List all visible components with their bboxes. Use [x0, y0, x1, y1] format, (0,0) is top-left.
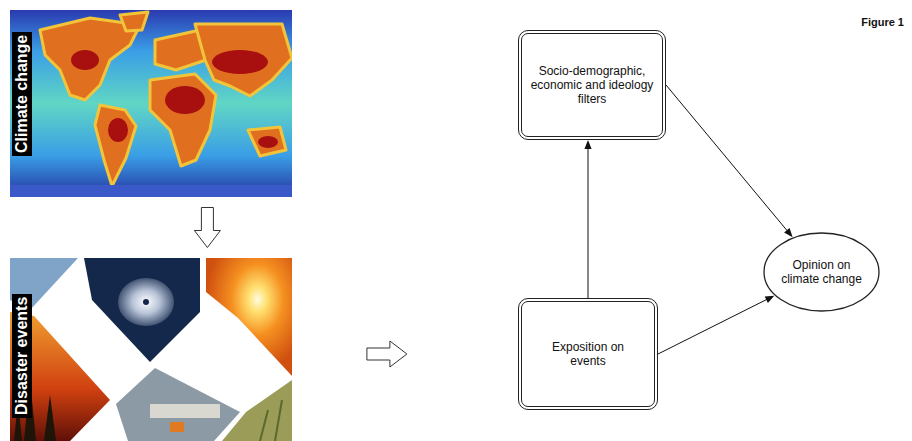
arrow-head — [784, 228, 793, 237]
connector-line — [588, 148, 589, 298]
connector-line — [658, 299, 767, 354]
connector — [666, 85, 793, 237]
connector — [658, 296, 774, 354]
panel-title: Disaster events — [12, 294, 32, 418]
photo-panel: Disaster events — [10, 258, 292, 441]
block-arrow — [367, 341, 407, 367]
node-label: Opinion on climate change — [777, 258, 867, 286]
outcome-ellipse: Opinion on climate change — [763, 232, 880, 312]
connector — [584, 140, 591, 298]
connector-line — [666, 85, 787, 231]
process-box: Socio-demographic, economic and ideology… — [518, 30, 666, 140]
arrow-head — [584, 140, 591, 149]
node-label: Exposition on events — [551, 340, 625, 368]
figure-number: Figure 1 — [861, 16, 904, 28]
block-arrow — [194, 208, 220, 248]
arrow-head — [765, 296, 775, 303]
ellipse-outline — [764, 233, 879, 311]
map-panel: Climate change — [10, 10, 292, 197]
disaster-collage — [10, 258, 292, 441]
panel-title: Climate change — [12, 32, 32, 156]
process-box: Exposition on events — [518, 298, 658, 410]
temperature-map — [10, 10, 292, 197]
node-label: Socio-demographic, economic and ideology… — [528, 64, 656, 106]
